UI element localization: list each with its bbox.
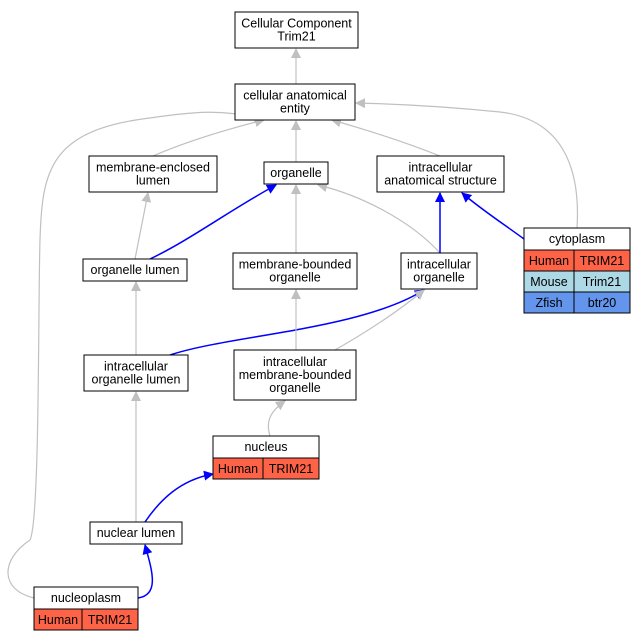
node-box (82, 258, 188, 282)
node-label-line: intracellular (409, 161, 473, 175)
edge-ias-cae (331, 117, 441, 157)
node-label-line: membrane-bounded (239, 258, 352, 272)
node-label-line: organelle (270, 166, 321, 180)
node-label-line: nucleus (244, 440, 287, 454)
node-label-line: anatomical structure (384, 174, 497, 188)
node-label-line: organelle lumen (91, 263, 180, 277)
node-orgl[interactable]: organelle lumen (82, 258, 188, 282)
node-box (234, 11, 359, 49)
node-label-line: Cellular Component (241, 17, 352, 31)
gene-cell (81, 608, 139, 631)
node-label-line: entity (280, 102, 311, 116)
edge-cyto-cae (355, 98, 579, 229)
node-label-line: cytoplasm (549, 232, 605, 246)
node-box (88, 155, 218, 193)
species-label: Human (38, 613, 78, 627)
gene-label: TRIM21 (88, 613, 133, 627)
node-box (234, 83, 356, 121)
node-box (263, 161, 329, 185)
species-label: Mouse (530, 275, 568, 289)
edge-iol-io (169, 289, 425, 356)
gene-cell (262, 457, 320, 480)
edge-np-nl (137, 544, 154, 599)
node-label-line: nucleoplasm (51, 591, 121, 605)
node-box (376, 155, 505, 193)
gene-label: btr20 (588, 296, 617, 310)
node-label-line: membrane-bounded (239, 368, 352, 382)
gene-label: TRIM21 (269, 462, 314, 476)
node-box (400, 252, 478, 290)
edge-imbo-io (334, 289, 425, 351)
node-label-line: Trim21 (277, 30, 315, 44)
node-label-line: organelle (269, 271, 320, 285)
edge-io-org (317, 182, 441, 254)
node-label-line: organelle (269, 381, 320, 395)
gene-label: Trim21 (583, 275, 621, 289)
node-label-line: organelle (413, 271, 464, 285)
species-label: Zfish (535, 296, 562, 310)
gene-label: TRIM21 (580, 254, 625, 268)
node-label-line: intracellular (104, 360, 168, 374)
edge-mel-cae (152, 117, 265, 157)
edge-nuc-imbo (267, 400, 286, 437)
node-box (83, 354, 189, 392)
node-label-line: intracellular (407, 258, 471, 272)
node-box (232, 252, 358, 290)
edge-np-cae (7, 111, 265, 599)
node-nl[interactable]: nuclear lumen (89, 521, 183, 545)
edge-cyto-ias (461, 192, 525, 240)
node-box (89, 521, 183, 545)
edge-orgl-org (149, 184, 277, 260)
node-label-line: intracellular (263, 355, 327, 369)
gene-cell (573, 291, 631, 314)
node-label-line: cellular anatomical (243, 89, 347, 103)
node-label-line: lumen (136, 174, 170, 188)
node-label-line: nuclear lumen (97, 526, 176, 540)
species-label: Human (218, 462, 258, 476)
node-label-line: membrane-enclosed (96, 161, 210, 175)
edge-nl-nuc (144, 470, 214, 523)
edges-layer (7, 48, 579, 599)
node-label-line: organelle lumen (92, 373, 181, 387)
species-label: Human (529, 254, 569, 268)
edge-orgl-mel (134, 192, 152, 260)
node-box (233, 349, 357, 401)
node-org[interactable]: organelle (263, 161, 329, 185)
